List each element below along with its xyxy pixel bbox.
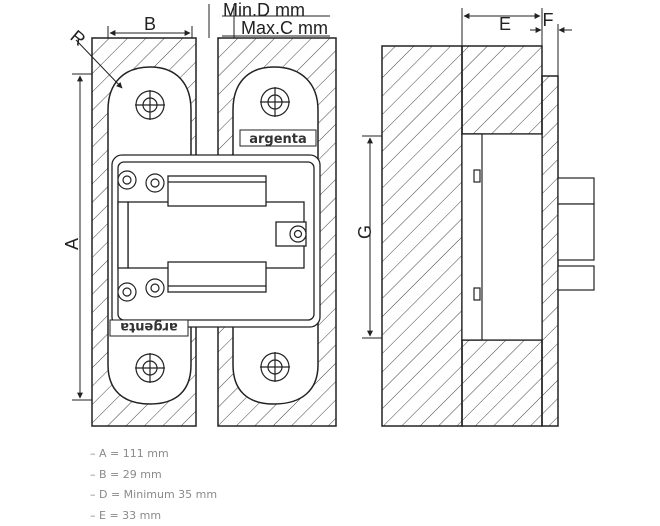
- spec-item: – E = 33 mm: [90, 508, 162, 522]
- hinge-side-profile: [461, 133, 595, 341]
- brand-plate-top: [239, 129, 317, 147]
- side-block-upper: [461, 45, 543, 135]
- hinge-technical-drawing: argenta argenta A B R Min.D mm Max.C mm …: [62, 0, 595, 427]
- screw-hole-icon: [260, 87, 290, 117]
- dimension-b-label: B: [144, 14, 156, 34]
- spec-list: – A = 111 mm – B = 29 mm – D = Minimum 3…: [90, 444, 217, 526]
- screw-hole-icon: [135, 353, 165, 383]
- brand-plate-bottom: [109, 319, 189, 337]
- brand-logo-top: argenta: [249, 132, 307, 147]
- dimension-a-label: A: [62, 238, 82, 250]
- side-block-left: [381, 45, 463, 427]
- dimension-max-c-label: Max.C mm: [241, 18, 328, 38]
- side-frame-strip: [541, 75, 559, 427]
- dimension-r-label: R: [67, 26, 90, 50]
- dimension-e-label: E: [499, 14, 511, 34]
- dimension-r-line: [75, 39, 123, 89]
- side-block-lower: [461, 339, 543, 427]
- dimension-f-label: F: [543, 10, 554, 30]
- screw-hole-icon: [260, 352, 290, 382]
- dimension-g-label: G: [355, 225, 375, 239]
- spec-item: – B = 29 mm: [90, 467, 162, 481]
- brand-logo-bottom: argenta: [120, 319, 178, 334]
- pivot-screw-icon: [117, 170, 307, 302]
- screw-hole-icon: [135, 90, 165, 120]
- hinge-mechanism: [111, 154, 321, 328]
- spec-item: – D = Minimum 35 mm: [90, 488, 218, 502]
- dimension-min-d-label: Min.D mm: [223, 0, 305, 20]
- spec-item: – A = 111 mm: [90, 447, 169, 460]
